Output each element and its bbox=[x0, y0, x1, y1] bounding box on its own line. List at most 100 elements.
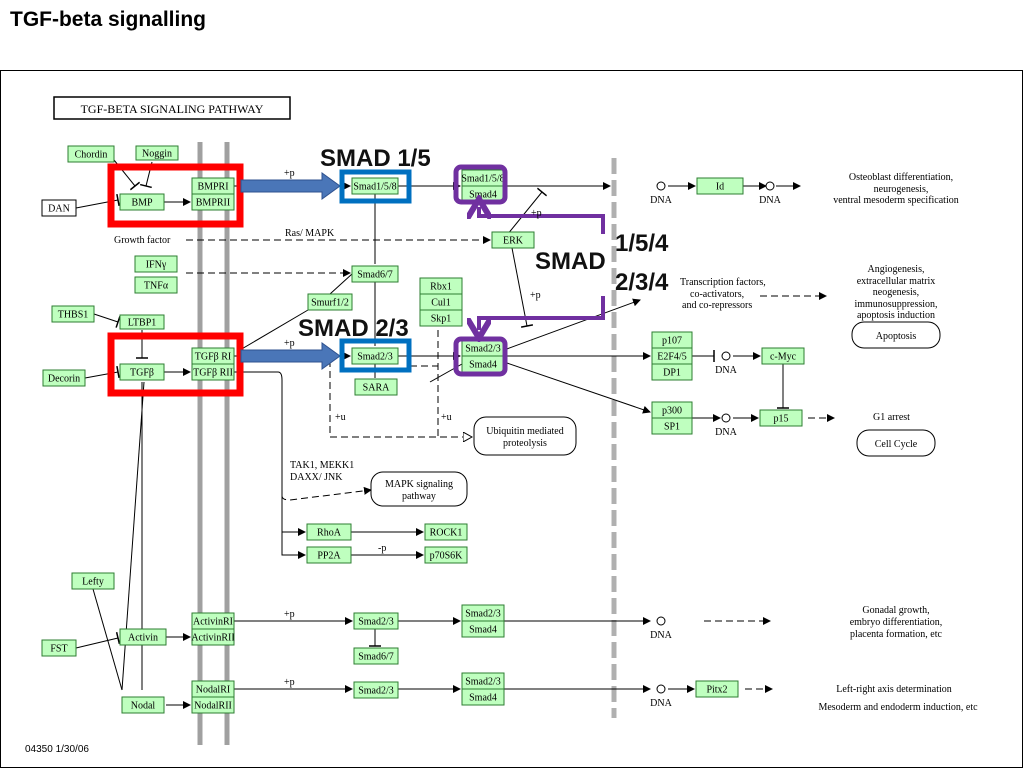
gene-node-sp1[interactable]: SP1 bbox=[651, 417, 693, 435]
gene-node-chordin[interactable]: Chordin bbox=[67, 145, 115, 163]
gene-node-smad67[interactable]: Smad6/7 bbox=[353, 647, 399, 665]
outcome-out4b: Mesoderm and endoderm induction, etc bbox=[818, 702, 978, 713]
gene-node-skp1[interactable]: Skp1 bbox=[419, 309, 463, 327]
tgfb-highlight-box bbox=[107, 332, 244, 397]
gene-node-rhoa[interactable]: RhoA bbox=[306, 523, 352, 541]
gene-node-smad23[interactable]: Smad2/3 bbox=[461, 604, 505, 622]
gene-node-pitx2[interactable]: Pitx2 bbox=[695, 680, 739, 698]
gene-node-activin[interactable]: Activin bbox=[119, 628, 167, 646]
gene-node-fst[interactable]: FST bbox=[41, 639, 77, 657]
gene-node-smad158[interactable]: Smad1/5/8 bbox=[461, 169, 505, 187]
gene-node-smad158[interactable]: Smad1/5/8 bbox=[351, 177, 399, 195]
gene-node-nodr1[interactable]: NodalRI bbox=[191, 680, 235, 698]
gene-node-cul1[interactable]: Cul1 bbox=[419, 293, 463, 311]
gene-node-label: Decorin bbox=[48, 374, 80, 385]
gene-node-label: RhoA bbox=[317, 528, 342, 539]
gene-node-pp2a[interactable]: PP2A bbox=[306, 546, 352, 564]
gene-node-bmpr1[interactable]: BMPRI bbox=[191, 177, 235, 195]
cell-membrane bbox=[197, 142, 230, 745]
gene-node-p70s6k[interactable]: p70S6K bbox=[424, 546, 468, 564]
edge-line bbox=[329, 273, 353, 295]
smad23-highlight-box bbox=[339, 338, 412, 373]
gene-node-dp1[interactable]: DP1 bbox=[651, 363, 693, 381]
gene-node-ifng[interactable]: IFNγ bbox=[134, 255, 178, 273]
gene-node-label: p15 bbox=[774, 414, 789, 425]
gene-node-label: FST bbox=[50, 644, 67, 655]
gene-node-smurf[interactable]: Smurf1/2 bbox=[307, 293, 353, 311]
gene-node-label: Smad4 bbox=[469, 360, 497, 371]
gene-node-decorin[interactable]: Decorin bbox=[42, 369, 86, 387]
gene-node-label: Smad2/3 bbox=[465, 344, 501, 355]
gene-node-label: c-Myc bbox=[770, 352, 797, 363]
blue-arrow-icon bbox=[240, 172, 341, 200]
gene-node-sara[interactable]: SARA bbox=[354, 378, 398, 396]
gene-node-tnfa[interactable]: TNFα bbox=[134, 276, 178, 294]
gene-node-smad4[interactable]: Smad4 bbox=[461, 355, 505, 373]
pathway-map-link-apoptosis[interactable]: Apoptosis bbox=[851, 321, 941, 349]
gene-node-ltbp1[interactable]: LTBP1 bbox=[119, 314, 165, 330]
gene-node-p300[interactable]: p300 bbox=[651, 401, 693, 419]
gene-node-p15[interactable]: p15 bbox=[759, 409, 803, 427]
gene-node-dan[interactable]: DAN bbox=[41, 199, 77, 217]
gene-node-cmyc[interactable]: c-Myc bbox=[761, 347, 805, 365]
gene-node-nodr2[interactable]: NodalRII bbox=[191, 696, 235, 714]
gene-node-bmpr2[interactable]: BMPRII bbox=[191, 193, 235, 211]
gene-node-label: Smad2/3 bbox=[465, 609, 501, 620]
gene-node-label: NodalRII bbox=[194, 701, 232, 712]
gene-node-smad23[interactable]: Smad2/3 bbox=[351, 347, 399, 365]
gene-node-tgfbr2[interactable]: TGFβ RII bbox=[191, 363, 235, 381]
gene-node-label: p70S6K bbox=[430, 551, 464, 562]
gene-node-lefty[interactable]: Lefty bbox=[71, 572, 115, 590]
gene-node-label: Smad2/3 bbox=[358, 617, 394, 628]
gene-node-actr1[interactable]: ActivinRI bbox=[191, 612, 235, 630]
gene-node-thbs1[interactable]: THBS1 bbox=[51, 305, 95, 323]
gene-node-label: E2F4/5 bbox=[657, 352, 686, 363]
label-g1: G1 arrest bbox=[873, 412, 910, 423]
edge-line bbox=[234, 371, 306, 536]
gene-node-smad23[interactable]: Smad2/3 bbox=[353, 681, 399, 699]
dashed-edge bbox=[329, 360, 472, 437]
label-plus-p: +p bbox=[284, 168, 295, 179]
outcome-out2c: neogenesis, bbox=[873, 287, 919, 298]
gene-node-tgfb[interactable]: TGFβ bbox=[119, 363, 165, 381]
annotation-smad23: SMAD 2/3 bbox=[298, 315, 409, 342]
gene-node-actr2[interactable]: ActivinRII bbox=[191, 628, 235, 646]
gene-node-label: NodalRI bbox=[196, 685, 230, 696]
gene-node-smad4[interactable]: Smad4 bbox=[461, 620, 505, 638]
label-ras-mapk: Ras/ MAPK bbox=[285, 228, 335, 239]
edge-line bbox=[503, 361, 651, 414]
gene-node-smad23[interactable]: Smad2/3 bbox=[461, 672, 505, 690]
gene-node-label: Pitx2 bbox=[706, 685, 727, 696]
gene-node-nodal[interactable]: Nodal bbox=[121, 696, 165, 714]
gene-node-label: Noggin bbox=[142, 149, 172, 160]
gene-node-smad4[interactable]: Smad4 bbox=[461, 688, 505, 706]
outcome-out2b: extracellular matrix bbox=[857, 276, 936, 287]
gene-node-erk[interactable]: ERK bbox=[491, 231, 535, 249]
dna-label: DNA bbox=[759, 195, 781, 206]
gene-node-label: Smurf1/2 bbox=[311, 298, 349, 309]
gene-node-smad23[interactable]: Smad2/3 bbox=[353, 612, 399, 630]
gene-node-rbx1[interactable]: Rbx1 bbox=[419, 277, 463, 295]
gene-node-p107[interactable]: p107 bbox=[651, 331, 693, 349]
gene-node-smad67[interactable]: Smad6/7 bbox=[351, 265, 399, 283]
gene-node-smad23[interactable]: Smad2/3 bbox=[461, 339, 505, 357]
pathway-map-link-cellcycle[interactable]: Cell Cycle bbox=[856, 429, 936, 457]
gene-node-bmp[interactable]: BMP bbox=[119, 193, 165, 211]
gene-node-label: ActivinRII bbox=[191, 633, 234, 644]
gene-node-e2f45[interactable]: E2F4/5 bbox=[651, 347, 693, 365]
gene-node-label: DP1 bbox=[663, 368, 681, 379]
gene-node-id[interactable]: Id bbox=[696, 177, 744, 195]
gene-node-rock1[interactable]: ROCK1 bbox=[424, 523, 468, 541]
purple-arrow-down-icon bbox=[479, 296, 605, 330]
gene-node-noggin[interactable]: Noggin bbox=[135, 145, 179, 161]
label-plus-p: +p bbox=[531, 208, 542, 219]
edge-line bbox=[75, 631, 121, 649]
slide-title: TGF-beta signalling bbox=[10, 8, 207, 31]
gene-node-label: Smad1/5/8 bbox=[461, 174, 504, 185]
gene-node-tgfbr1[interactable]: TGFβ RI bbox=[191, 347, 235, 365]
gene-node-label: Lefty bbox=[82, 577, 104, 588]
